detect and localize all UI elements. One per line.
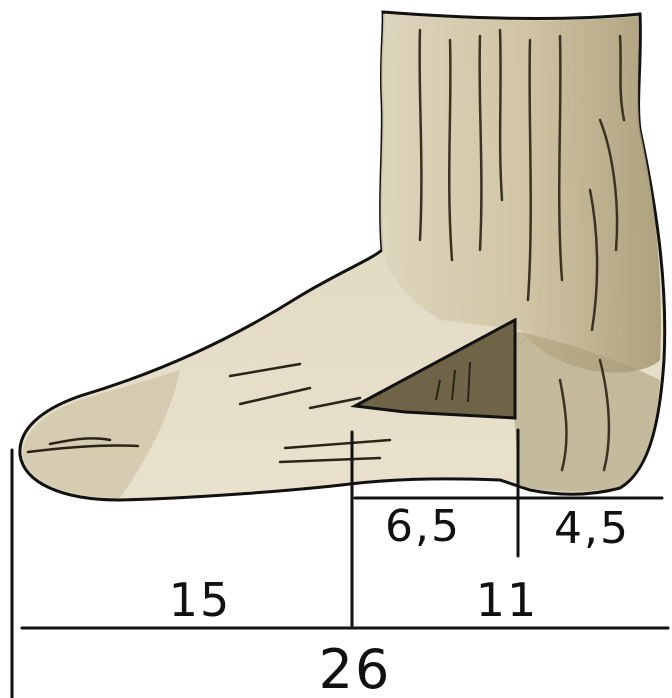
total-length-label: 26 bbox=[319, 638, 392, 698]
heel-depth-label: 4,5 bbox=[554, 503, 630, 554]
heel-to-instep-label: 6,5 bbox=[385, 501, 461, 552]
foot-section-label: 11 bbox=[476, 573, 539, 627]
toe-section-label: 15 bbox=[169, 573, 232, 627]
